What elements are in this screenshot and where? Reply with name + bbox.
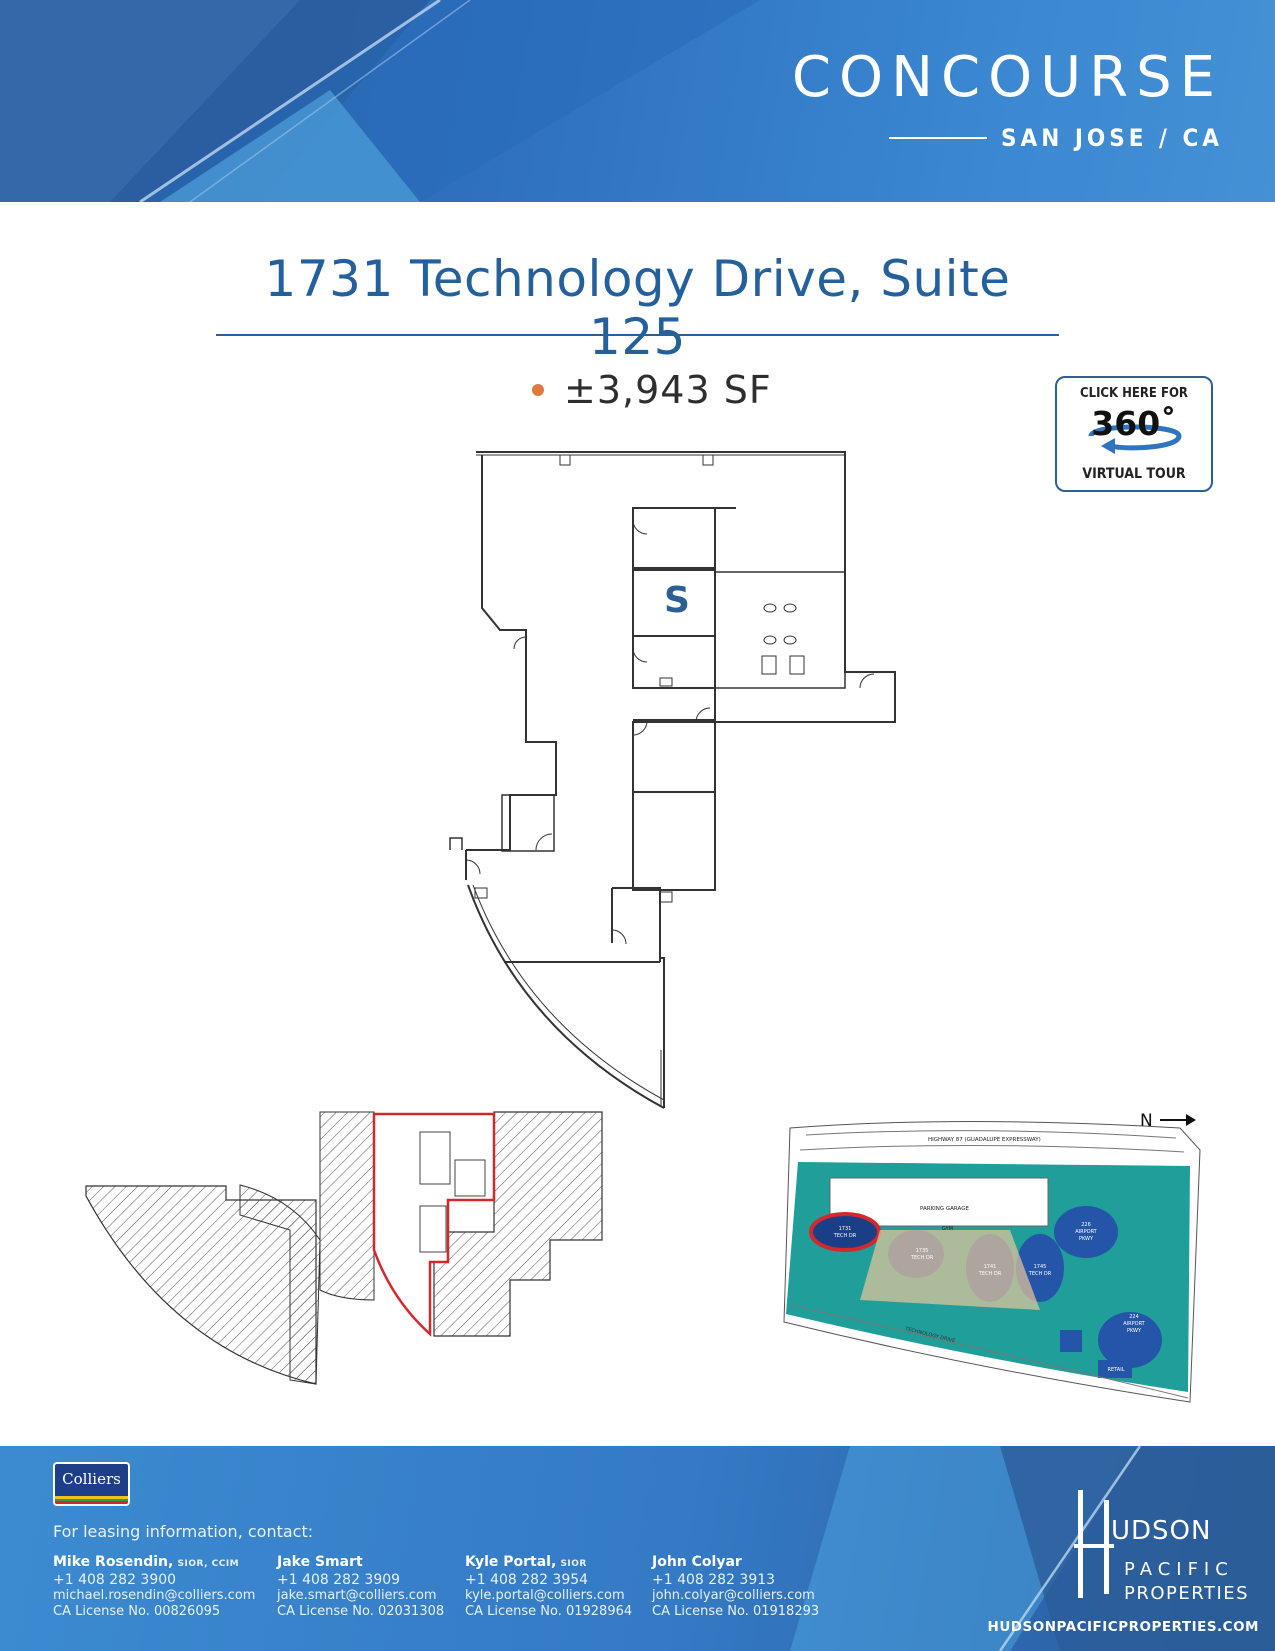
contact-phone[interactable]: +1 408 282 3954 xyxy=(465,1572,589,1588)
tour-top-label: CLICK HERE FOR xyxy=(1080,386,1188,401)
hudson-wordmark-line3: PROPERTIES xyxy=(1124,1583,1250,1604)
contact-phone[interactable]: +1 408 282 3900 xyxy=(53,1572,177,1588)
contact-credentials: SIOR xyxy=(560,1559,587,1569)
garage-label: PARKING GARAGE xyxy=(920,1206,969,1212)
rotation-arrow-icon xyxy=(1088,424,1182,454)
area-line: ±3,943 SF xyxy=(532,368,772,412)
contact-name: Kyle Portal, xyxy=(465,1554,557,1570)
building-226-number: 226 xyxy=(1081,1222,1091,1228)
brand-rule xyxy=(889,137,987,139)
north-arrow-icon xyxy=(1186,1114,1196,1126)
title-divider xyxy=(216,334,1059,336)
hudson-wordmark-line2: PACIFIC xyxy=(1124,1559,1234,1580)
building-224-street: AIRPORT xyxy=(1123,1321,1145,1327)
contact-email[interactable]: kyle.portal@colliers.com xyxy=(465,1588,625,1603)
brand-block: CONCOURSE SAN JOSE / CA xyxy=(791,45,1223,153)
highway-label: HIGHWAY 87 (GUADALUPE EXPRESSWAY) xyxy=(928,1137,1041,1143)
retail-label: RETAIL xyxy=(1108,1367,1125,1373)
contact-name: John Colyar xyxy=(652,1554,742,1570)
tour-number: 360˚ xyxy=(1091,404,1177,443)
gym-label: GYM xyxy=(942,1226,953,1232)
contact-license: CA License No. 01918293 xyxy=(652,1604,820,1619)
hudson-wordmark-line1: UDSON xyxy=(1111,1516,1212,1546)
colliers-color-bars xyxy=(55,1496,128,1504)
contact-name: Jake Smart xyxy=(277,1554,363,1570)
tour-bottom-label: VIRTUAL TOUR xyxy=(1082,466,1186,482)
building-1745-number: 1745 xyxy=(1034,1264,1047,1270)
contact-license: CA License No. 02031308 xyxy=(277,1604,445,1619)
contact-card: Jake Smart +1 408 282 3909 jake.smart@co… xyxy=(277,1554,465,1620)
brand-subtitle-row: SAN JOSE / CA xyxy=(792,124,1223,152)
contact-card: Mike Rosendin, SIOR, CCIM +1 408 282 390… xyxy=(53,1554,277,1620)
virtual-tour-button[interactable]: CLICK HERE FOR 360˚ VIRTUAL TOUR xyxy=(1055,376,1213,492)
suite-marker: S xyxy=(664,580,690,621)
contact-email[interactable]: jake.smart@colliers.com xyxy=(277,1588,437,1603)
contact-email[interactable]: michael.rosendin@colliers.com xyxy=(53,1588,256,1603)
header-banner: CONCOURSE SAN JOSE / CA xyxy=(0,0,1275,202)
hudson-h-logo-icon xyxy=(1074,1490,1114,1598)
page-title: 1731 Technology Drive, Suite 125 xyxy=(264,250,1011,366)
plans-canvas: N HIGHWAY 87 (GUADALUPE EXPRESSWAY) PARK… xyxy=(85,451,1201,1403)
building-224-suffix: PKWY xyxy=(1127,1328,1142,1334)
site-map: N HIGHWAY 87 (GUADALUPE EXPRESSWAY) PARK… xyxy=(783,1111,1201,1403)
contact-phone[interactable]: +1 408 282 3913 xyxy=(652,1572,776,1588)
building-1731-number: 1731 xyxy=(839,1226,852,1232)
bullet-icon xyxy=(532,384,544,396)
building-1745-street: TECH DR xyxy=(1028,1271,1052,1277)
contact-name: Mike Rosendin, xyxy=(53,1554,174,1570)
brand-title: CONCOURSE xyxy=(791,45,1223,110)
contact-list: Mike Rosendin, SIOR, CCIM +1 408 282 390… xyxy=(53,1554,842,1620)
colliers-wordmark: Colliers xyxy=(62,1470,121,1488)
contact-email[interactable]: john.colyar@colliers.com xyxy=(652,1588,815,1603)
building-1735-street: TECH DR xyxy=(910,1255,934,1261)
footer: Colliers For leasing information, contac… xyxy=(0,1446,1275,1651)
building-226-suffix: PKWY xyxy=(1079,1236,1094,1242)
square-footage: ±3,943 SF xyxy=(564,368,772,412)
building-1731-street: TECH DR xyxy=(833,1233,857,1239)
colliers-logo[interactable]: Colliers xyxy=(53,1462,130,1506)
building-224-number: 224 xyxy=(1129,1314,1139,1320)
building-1741-street: TECH DR xyxy=(978,1271,1002,1277)
contact-intro: For leasing information, contact: xyxy=(53,1522,314,1541)
suite-floor-plan xyxy=(449,451,896,1109)
contact-license: CA License No. 00826095 xyxy=(53,1604,221,1619)
contact-license: CA License No. 01928964 xyxy=(465,1604,633,1619)
north-label: N xyxy=(1140,1111,1153,1131)
building-key-plan xyxy=(85,1111,603,1385)
contact-card: John Colyar +1 408 282 3913 john.colyar@… xyxy=(652,1554,842,1620)
building-1741-number: 1741 xyxy=(984,1264,997,1270)
building-226-street: AIRPORT xyxy=(1075,1229,1097,1235)
contact-credentials: SIOR, CCIM xyxy=(177,1559,240,1569)
contact-phone[interactable]: +1 408 282 3909 xyxy=(277,1572,401,1588)
header-background xyxy=(0,0,760,202)
hudson-website-link[interactable]: HUDSONPACIFICPROPERTIES.COM xyxy=(987,1619,1259,1635)
contact-card: Kyle Portal, SIOR +1 408 282 3954 kyle.p… xyxy=(465,1554,652,1620)
brand-subtitle: SAN JOSE / CA xyxy=(1001,124,1223,152)
building-1735-number: 1735 xyxy=(916,1248,929,1254)
footer-background xyxy=(790,1446,1275,1651)
